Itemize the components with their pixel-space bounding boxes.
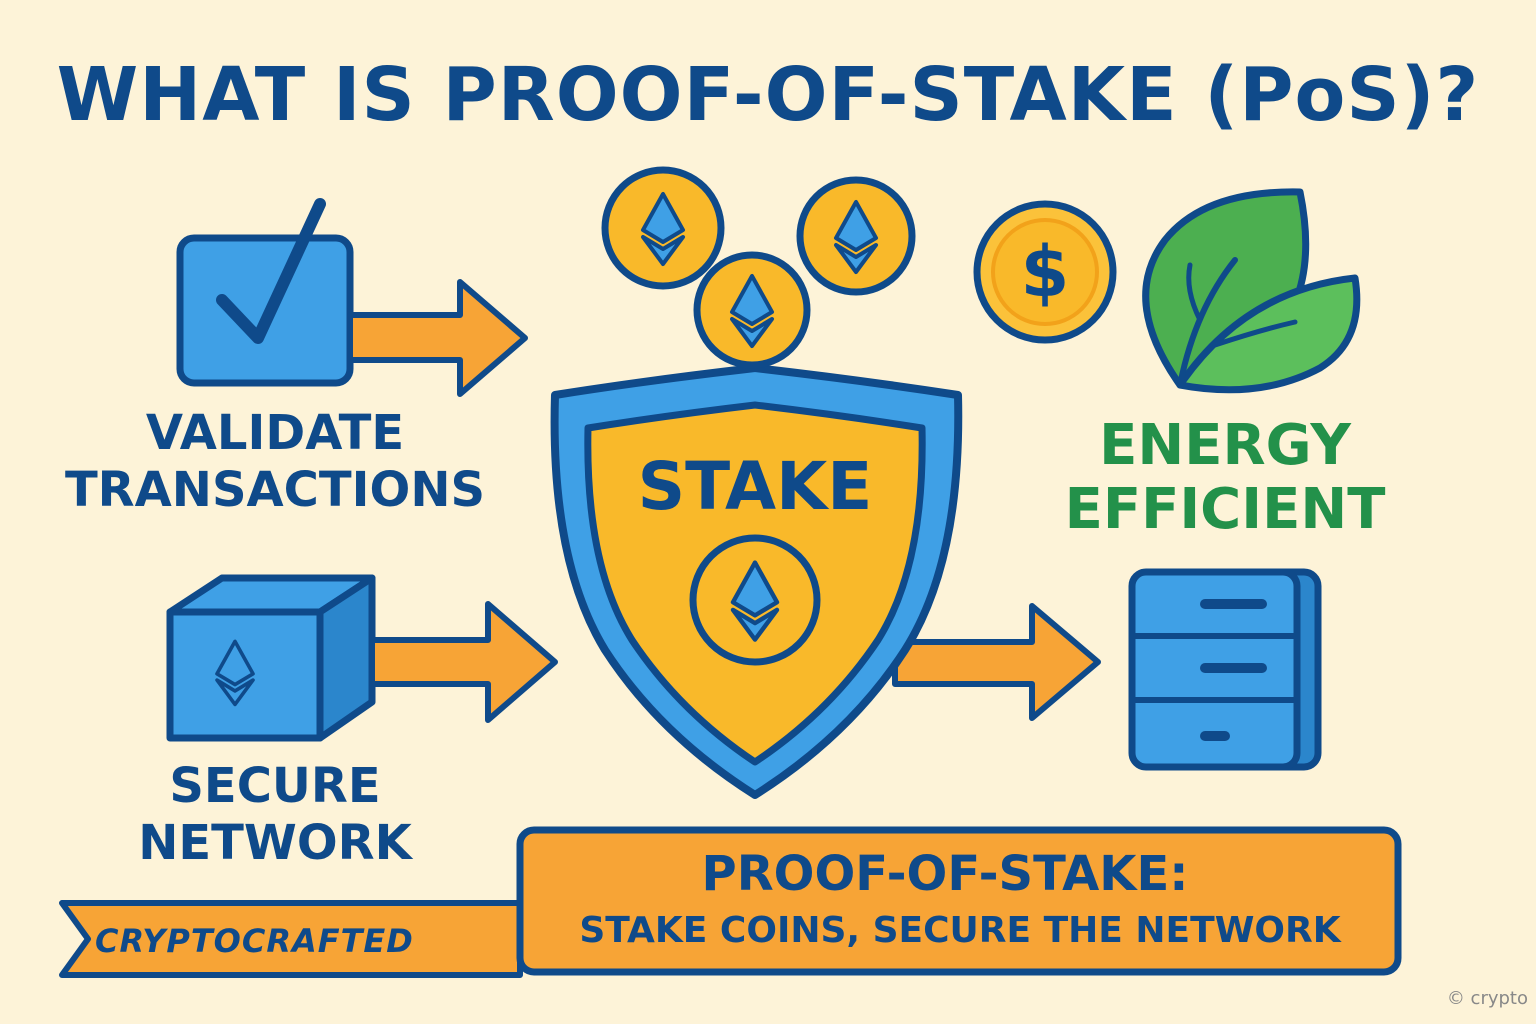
- brand-logo-text: CRYPTOCRAFTED: [95, 922, 414, 960]
- arrow-right-icon: [347, 279, 528, 397]
- arrow-right-icon: [892, 603, 1101, 721]
- label-energy-efficient: ENERGY EFFICIENT: [1064, 413, 1386, 543]
- dollar-coin-icon: $: [973, 200, 1117, 344]
- leaf-icon: [1142, 188, 1361, 394]
- page-title: WHAT IS PROOF-OF-STAKE (PoS)?: [56, 52, 1480, 138]
- summary-banner: [516, 826, 1402, 976]
- shield-stake-label: STAKE: [637, 448, 873, 525]
- label-secure-network: SECURE NETWORK: [138, 758, 412, 871]
- eth-cube-icon: [166, 574, 376, 742]
- svg-text:$: $: [1021, 231, 1070, 313]
- copyright-note: © crypto: [1446, 988, 1528, 1009]
- label-validate-transactions: VALIDATE TRANSACTIONS: [64, 405, 486, 518]
- banner-title: PROOF-OF-STAKE:: [701, 846, 1189, 902]
- eth-coin-icon: [601, 166, 725, 290]
- arrow-right-icon: [369, 601, 558, 723]
- brand-ribbon: [59, 900, 523, 978]
- eth-coin-icon: [796, 176, 916, 296]
- server-icon: [1128, 568, 1322, 771]
- banner-subtitle: STAKE COINS, SECURE THE NETWORK: [579, 910, 1341, 951]
- eth-coin-icon: [693, 251, 811, 369]
- checkbox-icon: [176, 198, 354, 387]
- shield-icon: [550, 364, 963, 799]
